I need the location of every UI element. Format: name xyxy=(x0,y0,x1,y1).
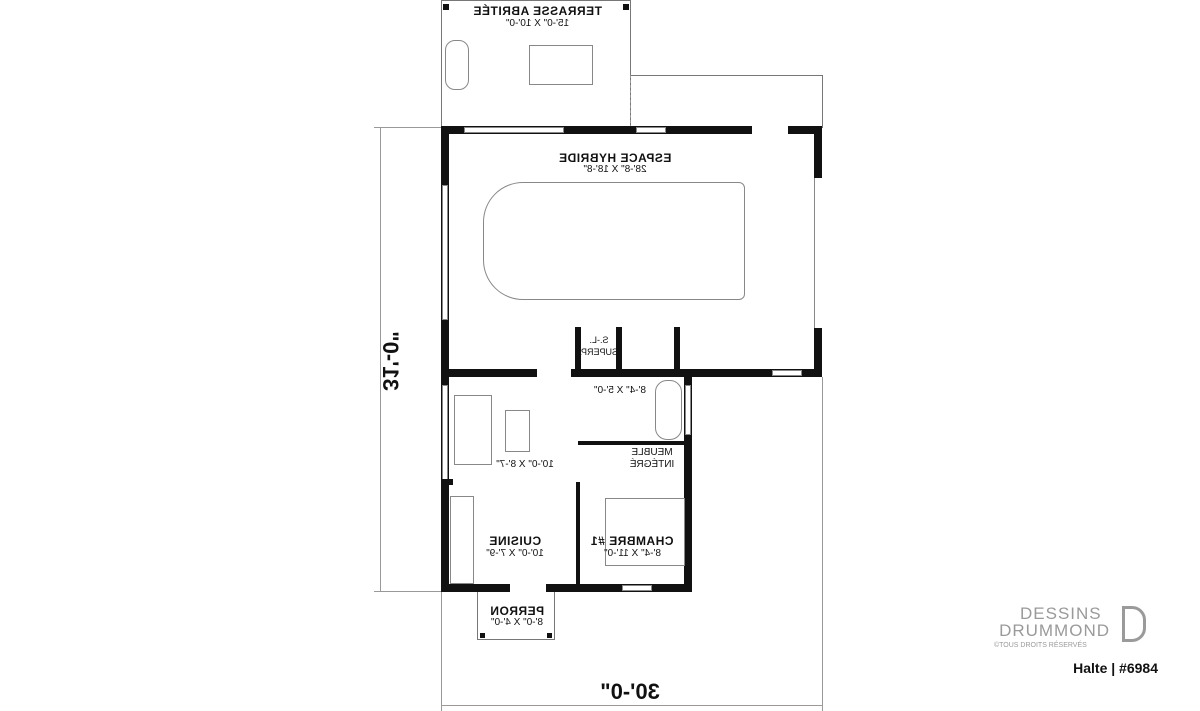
bedroom-size: 8'-4" X 11'-0" xyxy=(604,548,661,559)
window xyxy=(464,127,564,133)
logo-mark xyxy=(1122,606,1146,642)
tick xyxy=(374,127,441,128)
wall-top xyxy=(441,126,822,134)
post xyxy=(443,4,449,10)
logo: DESSINS DRUMMOND ©TOUS DROITS RÉSERVÉS xyxy=(990,604,1165,674)
dining-table xyxy=(529,45,593,85)
plan-name: Halte | #6984 xyxy=(1073,660,1158,676)
kitchen-name: CUISINE xyxy=(488,534,542,548)
laundry-label-2: SUPERP. xyxy=(579,347,618,357)
door-opening xyxy=(510,584,546,592)
wall-kitchen xyxy=(441,479,453,485)
sofa xyxy=(454,395,492,465)
wall-bedroom xyxy=(576,482,580,586)
depth-dimension: 31'-0" xyxy=(378,331,403,391)
hybrid-name: ESPACE HYBRIDE xyxy=(558,151,672,165)
wall-bath xyxy=(578,441,686,445)
door-opening xyxy=(537,369,571,377)
wall-right-lower xyxy=(684,370,692,592)
tick xyxy=(441,592,442,711)
wall-laundry xyxy=(616,327,622,372)
tick xyxy=(374,591,441,592)
logo-rights: ©TOUS DROITS RÉSERVÉS xyxy=(994,642,1087,649)
builtin-label-1: MEUBLE xyxy=(631,447,673,458)
width-dimension-line xyxy=(441,705,822,706)
width-dimension: 30'-0" xyxy=(600,679,660,704)
porch-outline xyxy=(477,592,555,640)
window xyxy=(442,185,448,320)
garage-opening xyxy=(814,178,822,328)
living-size: 10'-0" X 8'-7" xyxy=(496,459,554,470)
bedroom-name: CHAMBRE #1 xyxy=(590,534,674,548)
terrace-name: TERRASSE ABRITÉE xyxy=(473,4,602,18)
depth-dimension-line xyxy=(380,127,381,592)
window xyxy=(685,385,691,435)
bathtub xyxy=(655,380,682,440)
wall-laundry xyxy=(575,327,581,372)
logo-line1: DESSINS xyxy=(1020,604,1102,623)
porch-name: PERRON xyxy=(489,604,545,618)
wall-laundry xyxy=(674,327,680,372)
door-opening xyxy=(752,126,788,134)
laundry-label-1: S.-L. xyxy=(589,335,609,345)
wall-bottom xyxy=(441,584,692,592)
post xyxy=(547,633,552,638)
post xyxy=(623,4,629,10)
counter xyxy=(450,496,474,584)
logo-line2: DRUMMOND xyxy=(999,621,1110,640)
post xyxy=(480,633,485,638)
wall-hybrid-bottom xyxy=(441,369,822,377)
window xyxy=(772,370,802,376)
bath-size: 8'-4" X 5'-0" xyxy=(593,385,647,396)
hybrid-size: 28'-8" X 18'-8" xyxy=(583,164,647,175)
wall-left xyxy=(441,126,449,592)
kitchen-size: 10'-0" X 7'-9" xyxy=(486,548,544,559)
car xyxy=(483,182,745,300)
window xyxy=(442,385,448,480)
porch-size: 8'-0" X 4'-0" xyxy=(490,617,544,628)
window xyxy=(636,127,666,133)
bench xyxy=(445,40,469,90)
bed xyxy=(605,498,685,566)
roof-extension xyxy=(630,75,823,128)
builtin-label-2: INTÉGRÉ xyxy=(629,459,675,470)
terrace-size: 15'-0" X 10'-0" xyxy=(505,18,570,29)
tick xyxy=(822,377,823,711)
window xyxy=(622,585,652,591)
coffee-table xyxy=(505,410,530,452)
